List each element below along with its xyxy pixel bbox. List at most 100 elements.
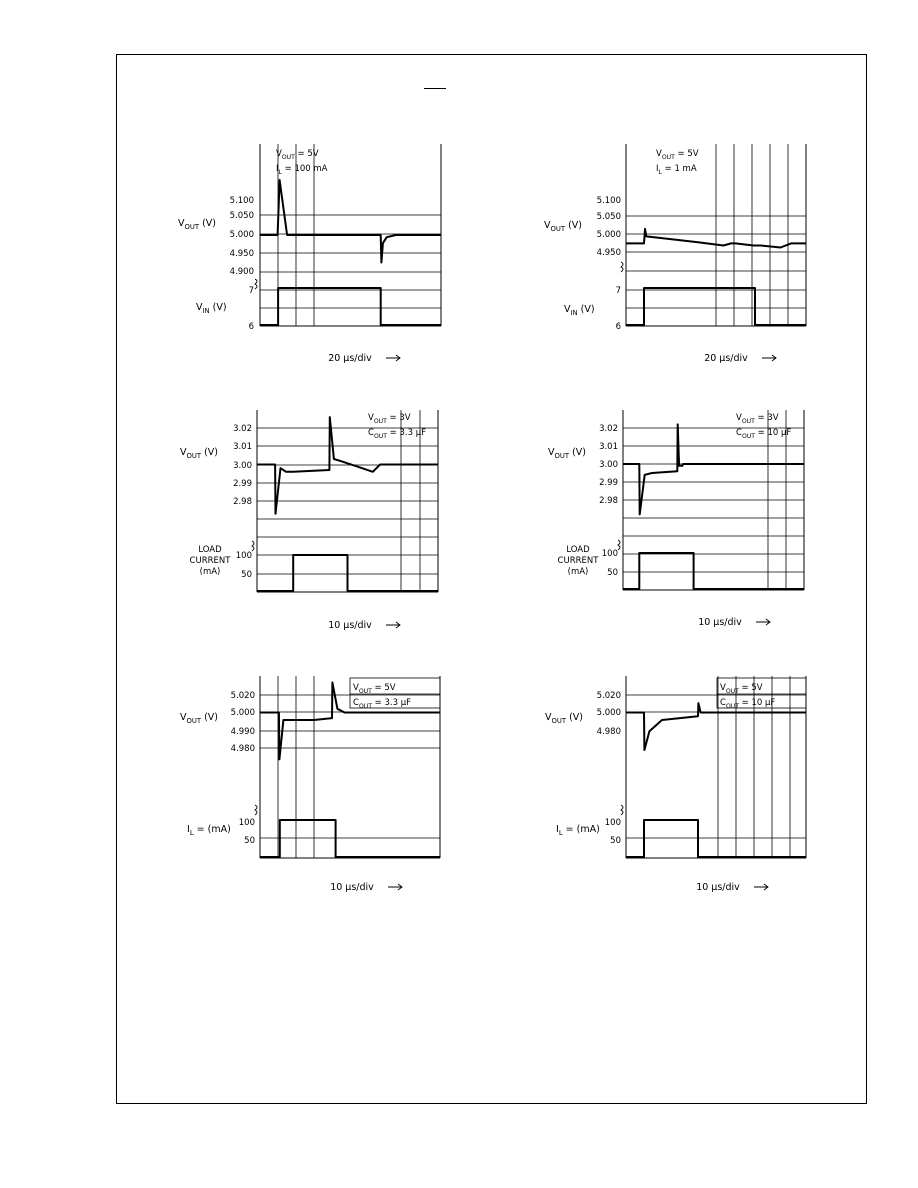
- y-tick-label: 3.02: [233, 424, 252, 434]
- y-tick-label-bottom: 50: [244, 836, 255, 846]
- x-axis-arrow: [388, 883, 403, 891]
- y-axis-label-top: VOUT (V): [180, 712, 218, 725]
- y-tick-label-bottom: 6: [616, 322, 621, 332]
- y-tick-label: 5.100: [597, 196, 621, 206]
- y-axis-label-top: VOUT (V): [180, 447, 218, 460]
- y-tick-label: 4.990: [231, 727, 255, 737]
- vout-trace: [257, 416, 438, 515]
- y-axis-label-bottom: (mA): [200, 567, 221, 577]
- y-axis-label-bottom: LOAD: [198, 545, 222, 555]
- chart-5: 5.020 5.000 4.990 4.980 100 50 VOUT (V) IL = (m…: [180, 676, 441, 893]
- y-axis-label-bottom: VIN (V): [564, 304, 595, 317]
- annotation-box: [349, 677, 441, 709]
- x-axis-label: 10 μs/div: [696, 882, 740, 893]
- y-tick-label-bottom: 100: [602, 549, 618, 559]
- annotation-text: IL = 100 mA: [276, 164, 328, 176]
- y-tick-label: 4.950: [597, 248, 621, 258]
- annotation-text: COUT = 3.3 μF: [368, 428, 426, 440]
- y-tick-label: 2.98: [233, 497, 252, 507]
- vout-trace: [626, 227, 806, 249]
- y-tick-label-bottom: 50: [241, 570, 252, 580]
- input-step-trace: [260, 287, 441, 326]
- y-tick-label: 5.000: [231, 708, 255, 718]
- annotation-text: VOUT = 5V: [720, 683, 763, 695]
- x-axis-label: 10 μs/div: [328, 620, 372, 631]
- y-tick-label: 3.00: [233, 461, 252, 471]
- y-tick-label: 5.000: [597, 708, 621, 718]
- x-axis-label: 20 μs/div: [328, 353, 372, 364]
- y-tick-label-bottom: 7: [616, 286, 621, 296]
- x-axis-arrow: [386, 621, 401, 629]
- y-tick-label: 3.02: [599, 424, 618, 434]
- input-step-trace: [257, 554, 438, 592]
- y-tick-label: 3.01: [599, 442, 618, 452]
- vout-trace: [260, 681, 440, 761]
- y-tick-label: 3.01: [233, 442, 252, 452]
- y-tick-label: 4.900: [230, 267, 254, 277]
- y-axis-label-top: VOUT (V): [178, 218, 216, 231]
- annotation-text: COUT = 3.3 μF: [353, 698, 411, 710]
- x-axis-arrow: [754, 883, 769, 891]
- y-axis-label-bottom: IL = (mA): [187, 824, 231, 837]
- chart-3: 3.02 3.01 3.00 2.99 2.98 100 50 VOUT (V) LOADCUR…: [180, 410, 439, 631]
- annotation-text: VOUT = 5V: [276, 149, 319, 161]
- axis-break-mark: [254, 278, 258, 290]
- y-axis-label-top: VOUT (V): [544, 220, 582, 233]
- y-tick-label-bottom: 100: [605, 818, 621, 828]
- y-tick-label: 4.950: [230, 249, 254, 259]
- y-tick-label-bottom: 50: [607, 568, 618, 578]
- input-step-trace: [626, 287, 806, 326]
- x-axis-arrow: [756, 618, 771, 626]
- annotation-text: IL = 1 mA: [656, 164, 697, 176]
- input-step-trace: [626, 819, 806, 858]
- y-tick-label: 2.99: [233, 479, 252, 489]
- y-axis-label-bottom: CURRENT: [190, 556, 232, 566]
- x-axis-label: 10 μs/div: [698, 617, 742, 628]
- y-tick-label: 5.050: [597, 212, 621, 222]
- x-axis-label: 20 μs/div: [704, 353, 748, 364]
- y-tick-label-bottom: 100: [236, 551, 252, 561]
- y-tick-label: 5.020: [597, 691, 621, 701]
- y-tick-label: 5.020: [231, 691, 255, 701]
- y-axis-label-top: VOUT (V): [548, 447, 586, 460]
- axis-break-mark: [620, 261, 624, 273]
- annotation-text: VOUT = 5V: [353, 683, 396, 695]
- y-tick-label: 2.98: [599, 496, 618, 506]
- y-tick-label: 5.000: [597, 230, 621, 240]
- y-tick-label: 3.00: [599, 460, 618, 470]
- y-axis-label-bottom: (mA): [568, 567, 589, 577]
- annotation-text: COUT = 10 μF: [720, 698, 775, 710]
- y-axis-label-bottom: LOAD: [566, 545, 590, 555]
- vout-trace: [623, 423, 804, 516]
- x-axis-arrow: [386, 354, 401, 362]
- input-step-trace: [623, 552, 804, 590]
- annotation-box: [716, 677, 807, 709]
- chart-1: 5.100 5.050 5.000 4.950 4.900 7 6 VOUT (V) VIN (…: [178, 144, 442, 364]
- annotation-text: COUT = 10 μF: [736, 428, 791, 440]
- y-tick-label: 4.980: [597, 727, 621, 737]
- annotation-text: VOUT = 3V: [736, 413, 779, 425]
- y-tick-label-bottom: 6: [249, 322, 254, 332]
- y-tick-label-bottom: 7: [249, 286, 254, 296]
- y-tick-label: 5.100: [230, 196, 254, 206]
- y-tick-label-bottom: 100: [239, 818, 255, 828]
- chart-2: 5.100 5.050 5.000 4.950 7 6 VOUT (V) VIN (V) VOU…: [544, 144, 807, 364]
- y-axis-label-bottom: VIN (V): [196, 302, 227, 315]
- axis-break-mark: [620, 804, 624, 816]
- annotation-text: VOUT = 3V: [368, 413, 411, 425]
- y-tick-label: 5.000: [230, 230, 254, 240]
- y-axis-label-top: VOUT (V): [545, 712, 583, 725]
- input-step-trace: [260, 819, 440, 858]
- y-axis-label-bottom: IL = (mA): [556, 824, 600, 837]
- axis-break-mark: [617, 539, 621, 551]
- y-tick-label: 5.050: [230, 211, 254, 221]
- x-axis-label: 10 μs/div: [330, 882, 374, 893]
- y-axis-label-bottom: CURRENT: [558, 556, 600, 566]
- y-tick-label: 4.980: [231, 744, 255, 754]
- annotation-text: VOUT = 5V: [656, 149, 699, 161]
- axis-break-mark: [251, 540, 255, 552]
- vout-trace: [260, 179, 441, 264]
- y-tick-label: 2.99: [599, 478, 618, 488]
- vout-trace: [626, 702, 806, 751]
